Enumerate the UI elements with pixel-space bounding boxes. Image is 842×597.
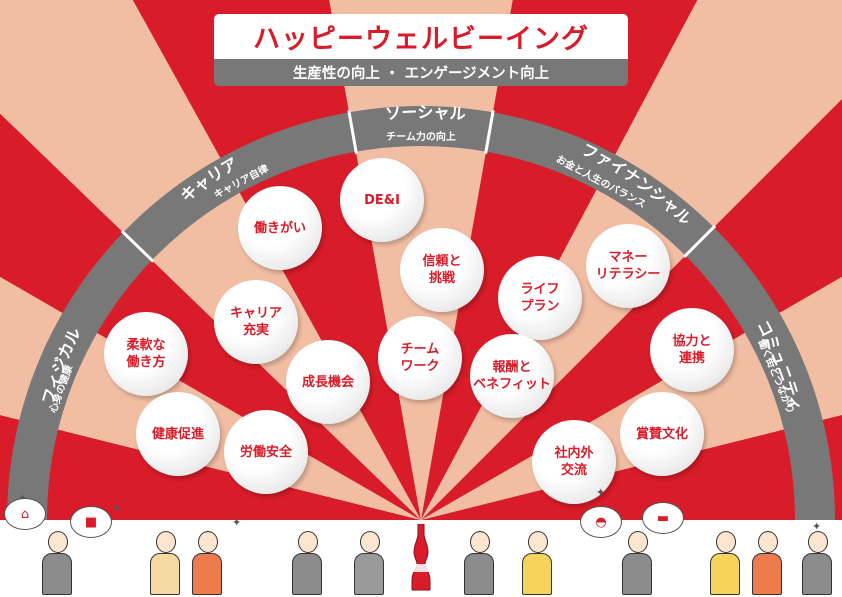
subtitle-bar: 生産性の向上 ・ エンゲージメント向上 (214, 59, 628, 86)
person-illustration (708, 531, 742, 595)
person-illustration (148, 531, 182, 595)
item-ball-life-plan: ライフ プラン (498, 256, 582, 340)
person-illustration (750, 531, 784, 595)
cola-bottle-icon (411, 524, 431, 591)
page-title: ハッピーウェルビーイング (253, 24, 589, 55)
people-illustration-strip: ✦ ✦ ✦ ✦ ✦ ⌂ ■ ◓ ▬ (0, 472, 842, 597)
person-illustration (800, 531, 834, 595)
fan-wedge (0, 415, 421, 520)
item-ball-trust-challenge: 信頼と 挑戦 (400, 228, 484, 312)
item-label: キャリア 充実 (229, 306, 282, 338)
item-label: 柔軟な 働き方 (126, 338, 166, 370)
thought-bubble: ⌂ (4, 498, 46, 530)
band-divider (347, 110, 358, 154)
cake-icon: ◓ (595, 514, 607, 530)
item-ball-work-safety: 労働安全 (224, 410, 308, 494)
item-ball-teamwork: チーム ワーク (378, 316, 462, 400)
person-illustration (352, 531, 386, 595)
person-illustration (520, 531, 554, 595)
item-label: 労働安全 (239, 444, 292, 460)
item-label: マネー リテラシー (595, 250, 661, 282)
page-subtitle: 生産性の向上 ・ エンゲージメント向上 (292, 66, 550, 82)
item-ball-internal-external-exchange: 社内外 交流 (532, 420, 616, 504)
item-label: 信頼と 挑戦 (422, 254, 462, 286)
band-divider (484, 110, 495, 154)
category-subtitle-social: チーム力の向上 (386, 130, 456, 143)
sparkle-icon: ✦ (812, 520, 822, 533)
item-ball-flexible-work: 柔軟な 働き方 (104, 312, 188, 396)
item-label: 賞賛文化 (635, 426, 688, 442)
fan-wedge (421, 415, 842, 520)
thought-bubble: ◓ (580, 506, 622, 538)
sparkle-icon: ✦ (596, 486, 606, 499)
title-box: ハッピーウェルビーイング (214, 14, 628, 59)
item-ball-career-fulfillment: キャリア 充実 (214, 280, 298, 364)
person-illustration (462, 531, 496, 595)
item-label: DE&I (364, 192, 400, 208)
band-divider-group (120, 110, 717, 263)
band-divider (120, 229, 155, 263)
item-label: ライフ プラン (520, 282, 560, 314)
item-label: 社内外 交流 (554, 446, 594, 478)
fan-wedge (421, 276, 842, 520)
truck-icon: ■ (84, 514, 98, 530)
item-label: 働きがい (253, 220, 306, 236)
band-divider (682, 224, 717, 259)
person-illustration (190, 531, 224, 595)
item-ball-motivation: 働きがい (238, 186, 322, 270)
item-label: 健康促進 (151, 426, 204, 442)
sparkle-icon: ✦ (112, 502, 122, 515)
item-ball-money-literacy: マネー リテラシー (586, 224, 670, 308)
item-label: チーム ワーク (400, 342, 440, 374)
item-ball-cooperation: 協力と 連携 (650, 308, 734, 392)
thought-bubble: ■ (70, 506, 112, 538)
item-ball-dei: DE&I (340, 158, 424, 242)
thought-bubble: ▬ (642, 502, 684, 534)
house-icon: ⌂ (20, 506, 30, 522)
person-illustration (290, 531, 324, 595)
item-ball-health-promotion: 健康促進 (136, 392, 220, 476)
item-ball-praise-culture: 賞賛文化 (620, 392, 704, 476)
category-title-social: ソーシャル (384, 103, 466, 124)
item-label: 協力と 連携 (672, 334, 712, 366)
item-ball-growth-opportunity: 成長機会 (286, 340, 370, 424)
item-label: 成長機会 (301, 374, 354, 390)
person-illustration (620, 531, 654, 595)
person-illustration (40, 531, 74, 595)
car-icon: ▬ (656, 510, 670, 526)
item-label: 報酬と ベネフィット (473, 360, 551, 392)
item-ball-compensation-benefit: 報酬と ベネフィット (470, 334, 554, 418)
sparkle-icon: ✦ (232, 516, 242, 529)
